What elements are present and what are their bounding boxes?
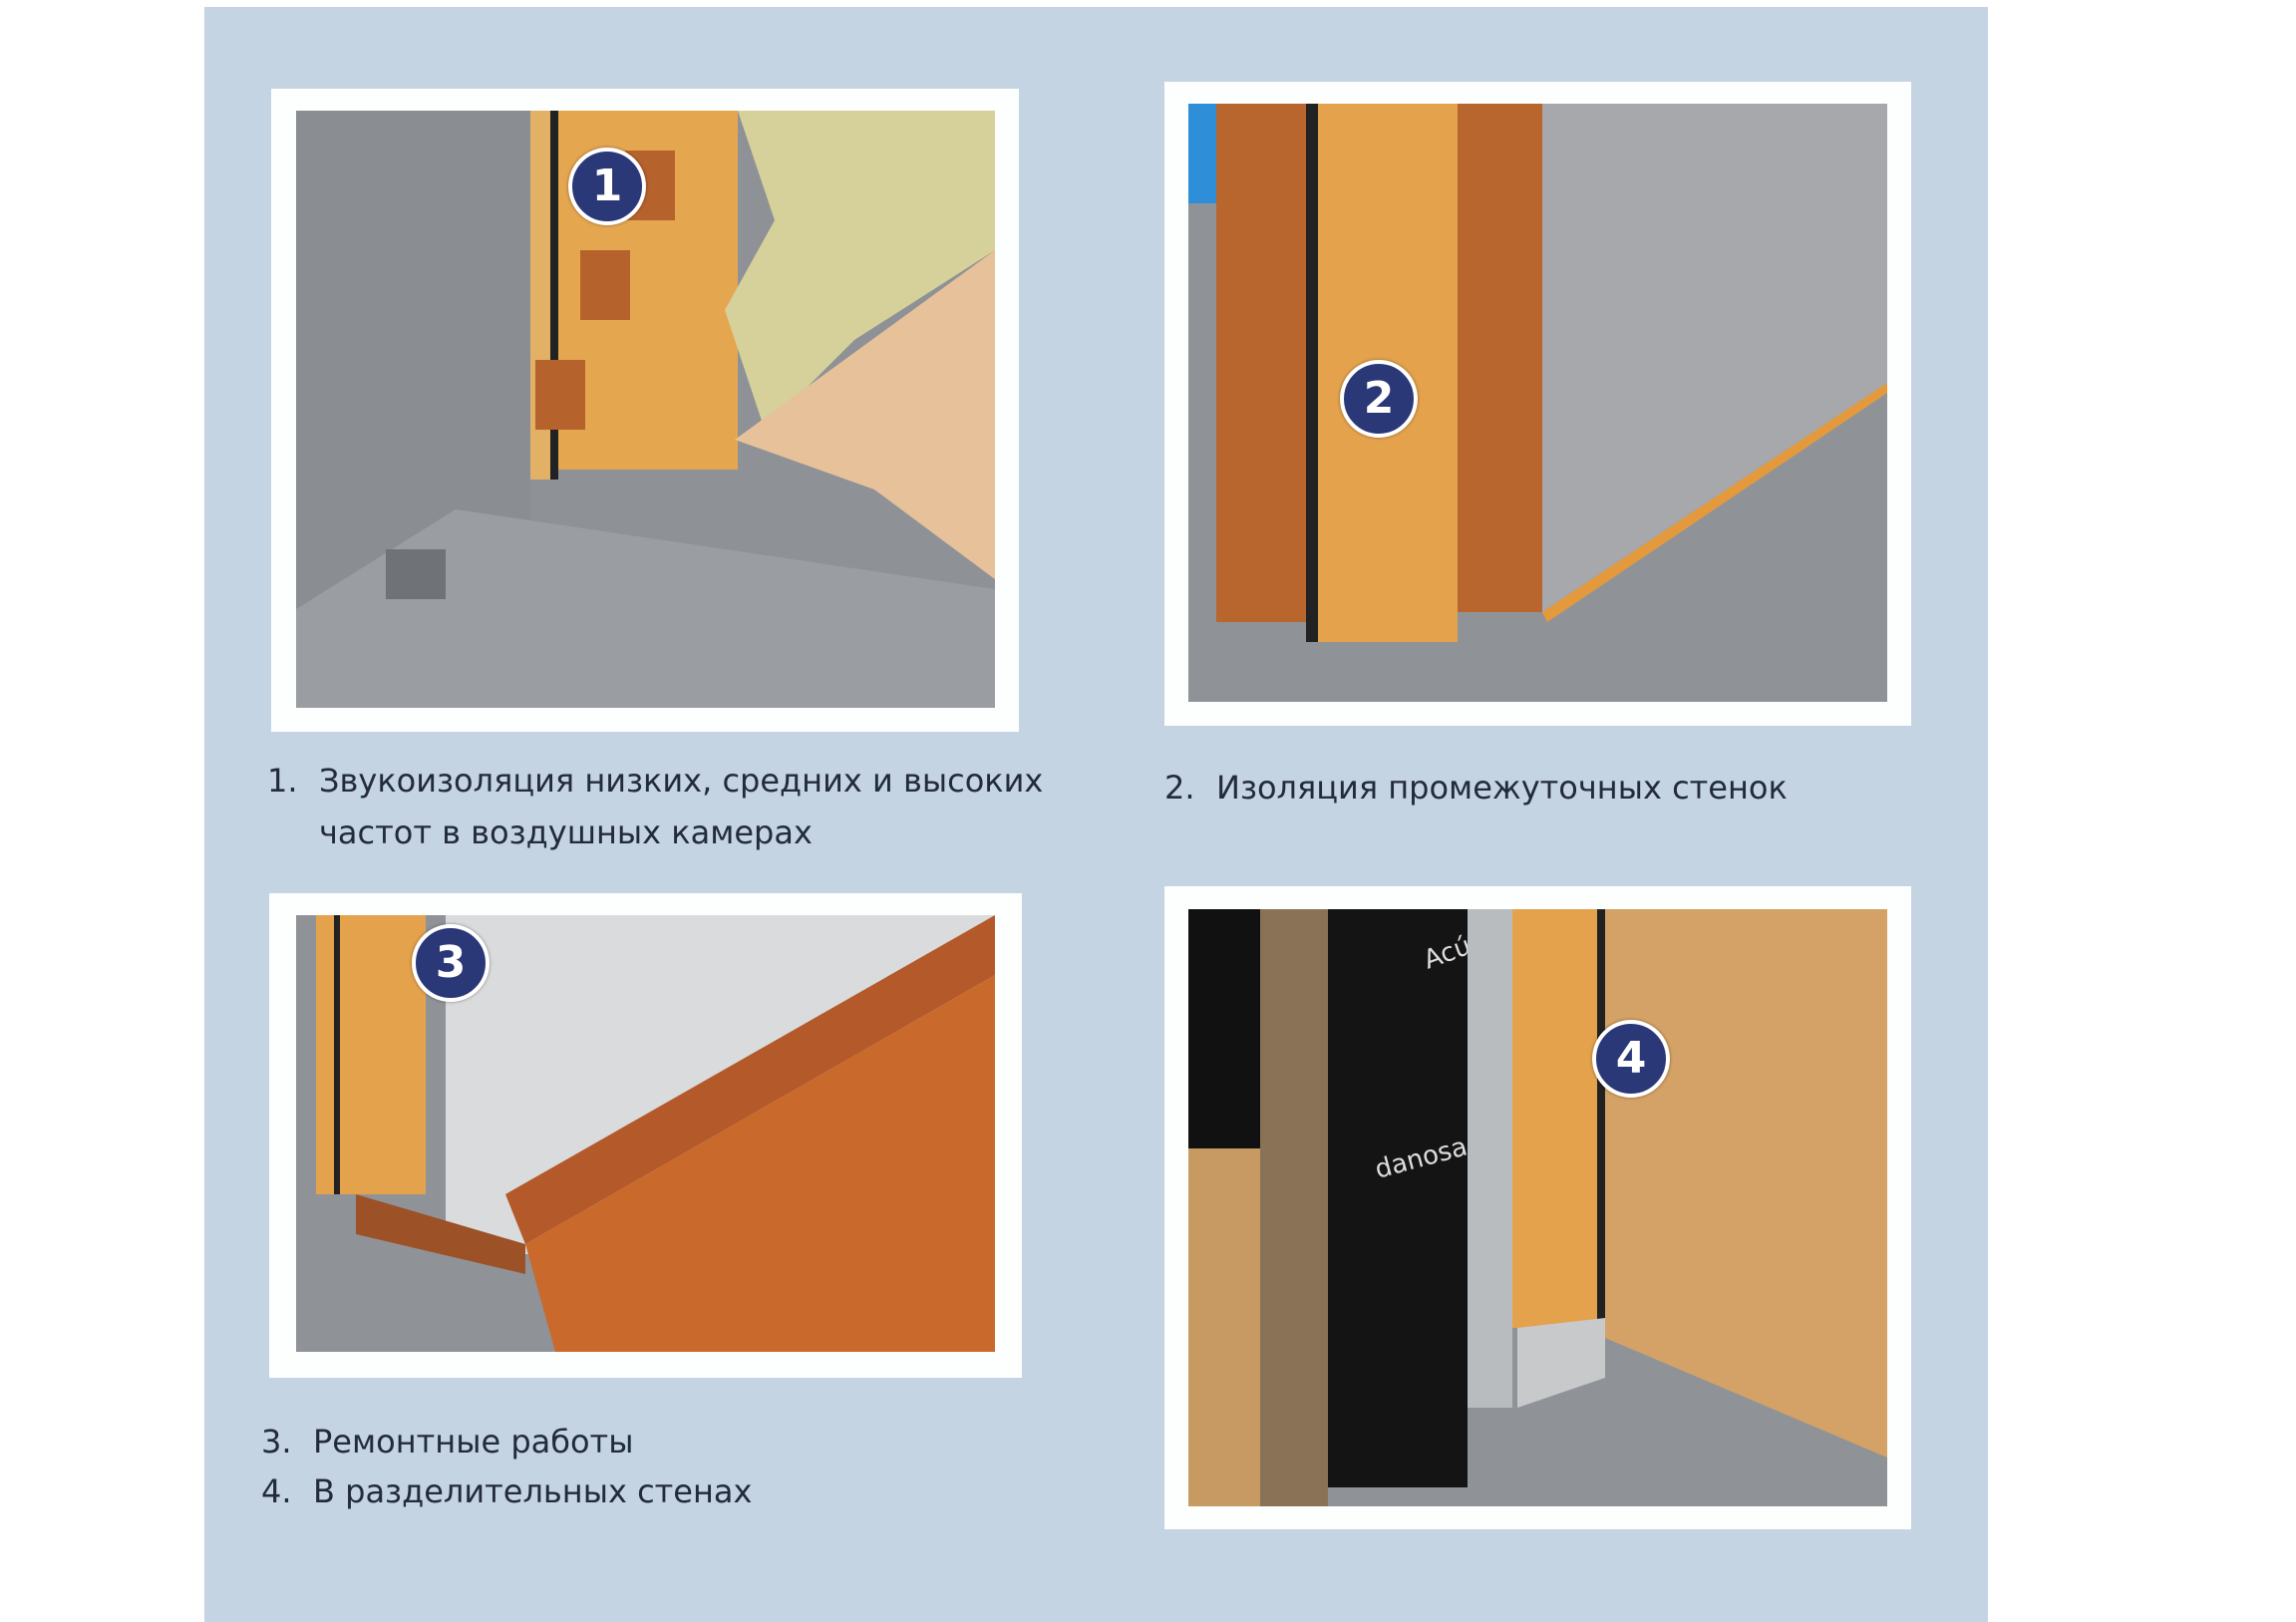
badge-2: 2: [1340, 360, 1418, 438]
caption-3-number: 3.: [261, 1423, 292, 1460]
badge-3: 3: [412, 924, 490, 1002]
caption-4-text: В разделительных стенах: [313, 1472, 753, 1510]
caption-1-number: 1.: [267, 762, 298, 800]
caption-3-text: Ремонтные работы: [313, 1423, 634, 1460]
figure-1-illustration: [296, 111, 995, 708]
figure-4-illustration: Acústica danosa: [1188, 909, 1887, 1506]
figure-3-illustration: [296, 915, 995, 1352]
badge-4: 4: [1592, 1020, 1670, 1098]
figure-2-illustration: [1188, 104, 1887, 702]
caption-1: 1. Звукоизоляция низких, средних и высоки…: [267, 755, 1043, 858]
caption-1-line2: частот в воздушных камерах: [319, 813, 813, 851]
caption-4-number: 4.: [261, 1472, 292, 1510]
caption-2-text: Изоляция промежуточных стенок: [1216, 769, 1788, 807]
badge-1: 1: [568, 148, 646, 225]
caption-3: 3. Ремонтные работы: [261, 1416, 633, 1467]
caption-2-number: 2.: [1164, 769, 1195, 807]
caption-2: 2. Изоляция промежуточных стенок: [1164, 762, 1788, 813]
caption-1-line1: Звукоизоляция низких, средних и высоких: [319, 762, 1044, 800]
caption-4: 4. В разделительных стенах: [261, 1465, 752, 1517]
